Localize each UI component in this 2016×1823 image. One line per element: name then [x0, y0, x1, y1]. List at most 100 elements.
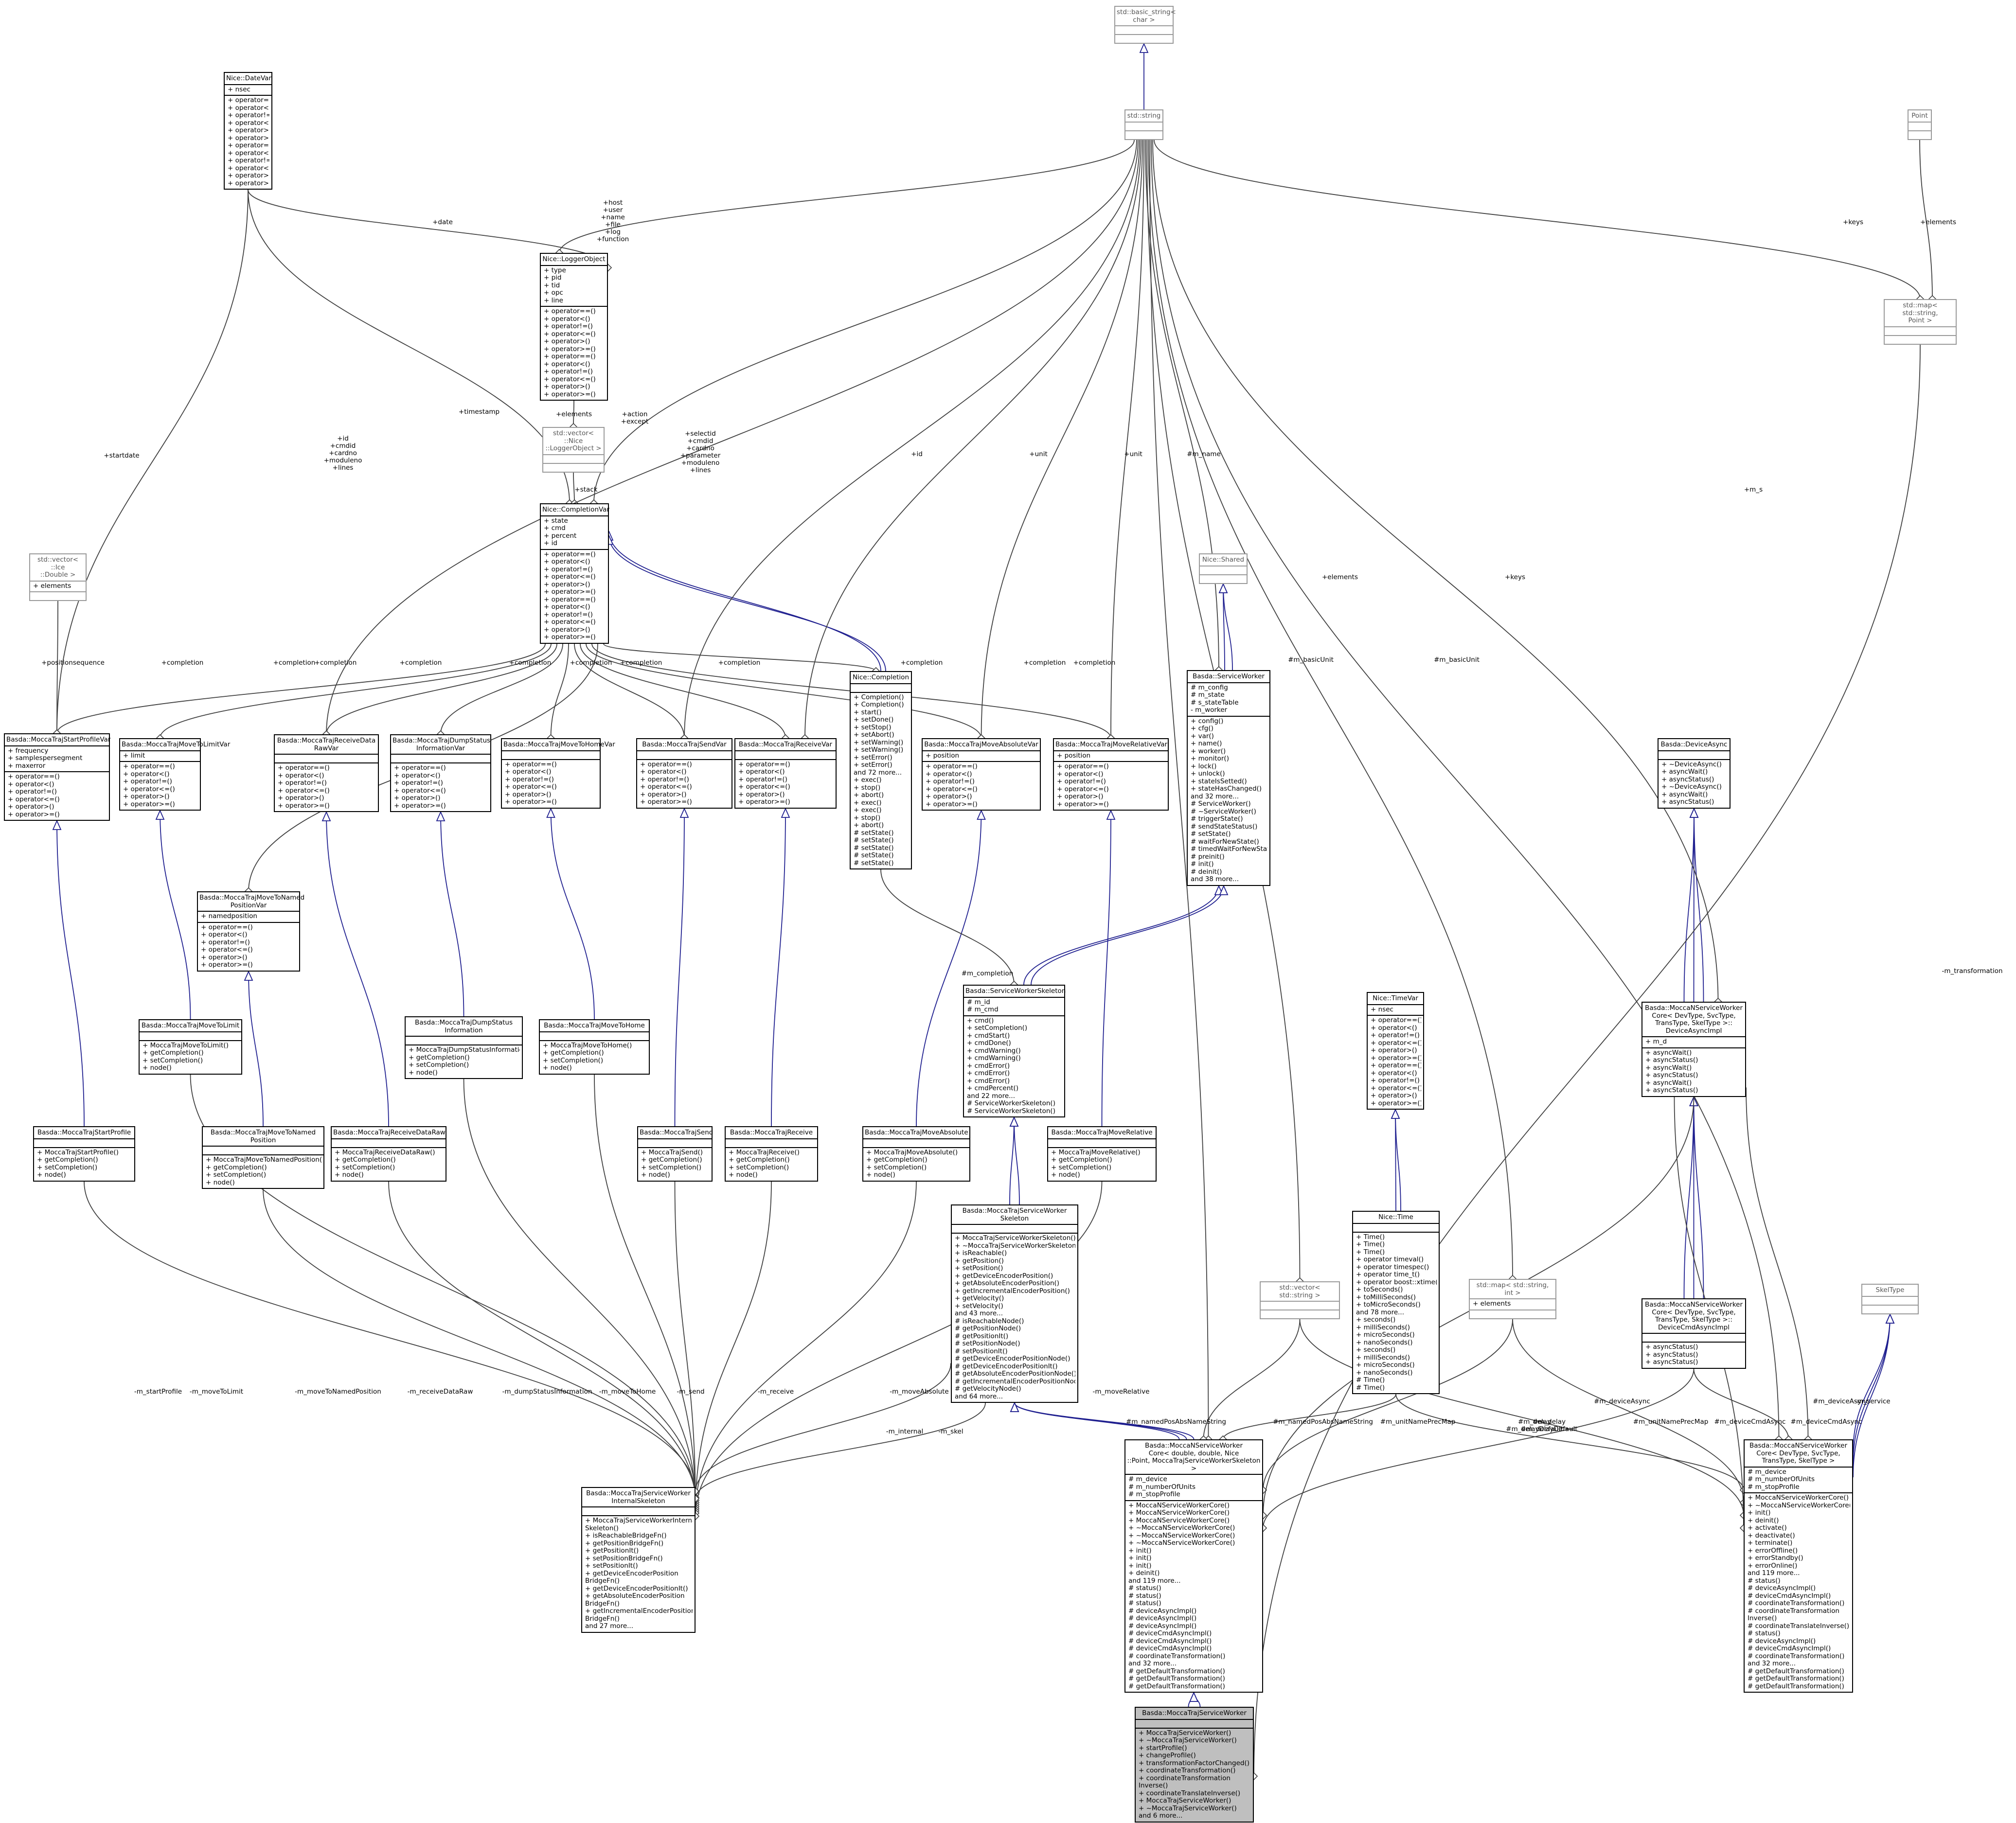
class-name: Basda::MoccaTrajStartProfile: [34, 1127, 134, 1139]
class-name: Basda::MoccaTrajReceiveVar: [735, 739, 836, 751]
class-box-timevar[interactable]: Nice::TimeVar+ nsec+ operator==()+ opera…: [1367, 992, 1424, 1110]
operation: + getAbsoluteEncoderPosition(): [955, 1280, 1060, 1287]
class-box-completionvar[interactable]: Nice::CompletionVar+ state+ cmd+ percent…: [540, 503, 609, 644]
class-box-movetohomevar[interactable]: Basda::MoccaTrajMoveToHomeVar+ operator=…: [501, 738, 615, 809]
operation: + node(): [206, 1179, 235, 1186]
class-box-vec_double[interactable]: std::vector< ::Ice ::Double >+ elements: [29, 553, 87, 601]
class-box-coreasyncimpl[interactable]: Basda::MoccaNServiceWorker Core< DevType…: [1641, 1002, 1746, 1097]
class-box-dumpstatus[interactable]: Basda::MoccaTrajDumpStatus Information+ …: [405, 1016, 523, 1079]
class-box-map_int[interactable]: std::map< std::string, int >+ elements: [1469, 1279, 1556, 1319]
class-box-deviceasync[interactable]: Basda::DeviceAsync+ ~DeviceAsync()+ asyn…: [1658, 738, 1731, 809]
operation: + operator<=(): [278, 787, 330, 795]
inheritance-edge: [1031, 886, 1224, 985]
operations-section: + MoccaTrajMoveToHome()+ getCompletion()…: [540, 1041, 649, 1074]
class-box-corecmdasyncimpl[interactable]: Basda::MoccaNServiceWorker Core< DevType…: [1641, 1298, 1746, 1369]
class-box-shared[interactable]: Nice::Shared: [1199, 553, 1248, 584]
class-box-map_point[interactable]: std::map< std::string, Point >: [1884, 299, 1957, 345]
operation: # deviceCmdAsyncImpl(): [1128, 1630, 1212, 1637]
inheritance-edge: [551, 809, 595, 1020]
class-box-vec_string[interactable]: std::vector< std::string >: [1260, 1281, 1340, 1319]
class-box-moveabs[interactable]: Basda::MoccaTrajMoveAbsolute+ MoccaTrajM…: [862, 1126, 970, 1182]
edge-label: -m_dumpStatusInformation: [502, 1388, 592, 1396]
class-box-startprofile[interactable]: Basda::MoccaTrajStartProfile+ MoccaTrajS…: [33, 1126, 135, 1182]
class-name: Basda::MoccaTrajMoveToLimitVar: [120, 739, 230, 751]
operation: + getIncrementalEncoderPosition(): [955, 1287, 1070, 1295]
class-box-movetonamed[interactable]: Basda::MoccaTrajMoveToNamed Position+ Mo…: [202, 1126, 324, 1189]
class-box-main[interactable]: Basda::MoccaTrajServiceWorker+ MoccaTraj…: [1135, 1707, 1254, 1823]
class-box-point[interactable]: Point: [1908, 109, 1932, 140]
operation: + exec(): [854, 799, 882, 807]
operation: and 32 more...: [1748, 1660, 1796, 1667]
edge-label: +completion: [399, 659, 442, 667]
class-box-serviceworker[interactable]: Basda::ServiceWorker# m_config# m_state#…: [1187, 670, 1270, 886]
operations-section: [30, 592, 86, 600]
class-box-coregeneric[interactable]: Basda::MoccaNServiceWorker Core< DevType…: [1744, 1439, 1853, 1693]
operation: and 119 more...: [1128, 1577, 1181, 1585]
operation: + operator<(): [738, 768, 785, 776]
operation: + ~DeviceAsync(): [1661, 761, 1722, 768]
class-name: Basda::MoccaTrajMoveAbsoluteVar: [923, 739, 1040, 751]
class-box-movetolimit[interactable]: Basda::MoccaTrajMoveToLimit+ MoccaTrajMo…: [139, 1019, 242, 1075]
class-box-datevar[interactable]: Nice::DateVar+ nsec+ operator==()+ opera…: [224, 72, 272, 190]
class-box-mtswskeleton[interactable]: Basda::MoccaTrajServiceWorker Skeleton+ …: [951, 1204, 1078, 1403]
operation: # coordinateTranslateInverse(): [1748, 1622, 1850, 1630]
class-box-movetohome[interactable]: Basda::MoccaTrajMoveToHome+ MoccaTrajMov…: [539, 1019, 650, 1075]
inheritance-edge: [1009, 1117, 1014, 1205]
class-box-basic_string[interactable]: std::basic_string< char >: [1114, 6, 1176, 44]
operation: # getDeviceEncoderPositionIt(): [955, 1363, 1058, 1370]
operation: + nanoSeconds(): [1356, 1339, 1413, 1346]
operation: + setCompletion(): [729, 1164, 789, 1171]
class-box-receive[interactable]: Basda::MoccaTrajReceive+ MoccaTrajReceiv…: [725, 1126, 818, 1182]
class-box-coredouble[interactable]: Basda::MoccaNServiceWorker Core< double,…: [1124, 1439, 1263, 1693]
class-box-completion[interactable]: Nice::Completion+ Completion()+ Completi…: [850, 671, 912, 869]
class-name: Basda::ServiceWorkerSkeleton: [964, 986, 1066, 998]
operation: and 32 more...: [1191, 793, 1239, 800]
class-name: Basda::MoccaTrajSendVar: [637, 739, 731, 751]
operation: + setStop(): [854, 724, 892, 731]
class-name: Basda::MoccaNServiceWorker Core< DevType…: [1642, 1299, 1745, 1334]
edge-label: +completion: [273, 659, 316, 667]
operations-section: + MoccaTrajReceive()+ getCompletion()+ s…: [726, 1148, 817, 1181]
attributes-section: [406, 1037, 522, 1045]
class-box-loggerobj[interactable]: Nice::LoggerObject+ type+ pid+ tid+ opc+…: [540, 253, 608, 401]
operation: + terminate(): [1748, 1540, 1793, 1547]
operation: + node(): [143, 1064, 172, 1072]
class-box-string[interactable]: std::string: [1124, 109, 1163, 140]
operation: + setCompletion(): [967, 1025, 1028, 1032]
class-box-moverelvar[interactable]: Basda::MoccaTrajMoveRelativeVar+ positio…: [1053, 738, 1169, 811]
class-box-send[interactable]: Basda::MoccaTrajSend+ MoccaTrajSend()+ g…: [637, 1126, 713, 1182]
operation: + operator>=(): [544, 588, 596, 596]
operation: + ~MoccaNServiceWorkerCore(): [1748, 1502, 1850, 1509]
class-box-sendvar[interactable]: Basda::MoccaTrajSendVar+ operator==()+ o…: [636, 738, 732, 809]
class-name: std::basic_string< char >: [1115, 7, 1176, 26]
operation: + cmdError(): [967, 1062, 1010, 1070]
inheritance-edge: [1694, 809, 1695, 1002]
operation: # setState(): [1191, 831, 1231, 838]
operation: + operator<=(): [228, 164, 269, 172]
class-box-moverel[interactable]: Basda::MoccaTrajMoveRelative+ MoccaTrajM…: [1047, 1126, 1157, 1182]
operation: + operator>(): [228, 127, 269, 134]
operation: + asyncWait(): [1645, 1079, 1692, 1087]
attribute: + position: [926, 752, 960, 760]
class-box-swskeleton[interactable]: Basda::ServiceWorkerSkeleton# m_id# m_cm…: [963, 985, 1066, 1117]
attributes-section: [1136, 1720, 1253, 1729]
class-box-dumpstatusvar[interactable]: Basda::MoccaTrajDumpStatus InformationVa…: [390, 734, 491, 812]
attribute: # m_device: [1128, 1476, 1167, 1483]
class-box-movetolimitvar[interactable]: Basda::MoccaTrajMoveToLimitVar+ limit+ o…: [119, 738, 230, 811]
class-box-receivedatarawvar[interactable]: Basda::MoccaTrajReceiveData RawVar+ oper…: [274, 734, 379, 812]
inheritance-edge: [1694, 1097, 1704, 1299]
class-box-nicetime[interactable]: Nice::Time+ Time()+ Time()+ Time()+ oper…: [1352, 1211, 1440, 1394]
class-box-movetonamedvar[interactable]: Basda::MoccaTrajMoveToNamed PositionVar+…: [197, 891, 304, 972]
class-box-startprofilevar[interactable]: Basda::MoccaTrajStartProfileVar+ frequen…: [4, 733, 110, 821]
association-edge: [684, 140, 1140, 739]
class-box-moveabsvar[interactable]: Basda::MoccaTrajMoveAbsoluteVar+ positio…: [922, 738, 1041, 811]
class-box-internalskel[interactable]: Basda::MoccaTrajServiceWorker InternalSk…: [581, 1487, 696, 1633]
operation: + node(): [641, 1171, 670, 1179]
class-box-vec_logger[interactable]: std::vector< ::Nice ::LoggerObject >: [542, 427, 605, 473]
class-box-skeltype[interactable]: SkelType: [1861, 1284, 1919, 1314]
class-box-receivevar[interactable]: Basda::MoccaTrajReceiveVar+ operator==()…: [734, 738, 837, 809]
class-box-receivedataraw[interactable]: Basda::MoccaTrajReceiveDataRaw+ MoccaTra…: [331, 1126, 446, 1182]
operations-section: [1200, 575, 1247, 583]
operation: + operator==(): [544, 596, 596, 603]
operation: # preinit(): [1191, 853, 1225, 861]
